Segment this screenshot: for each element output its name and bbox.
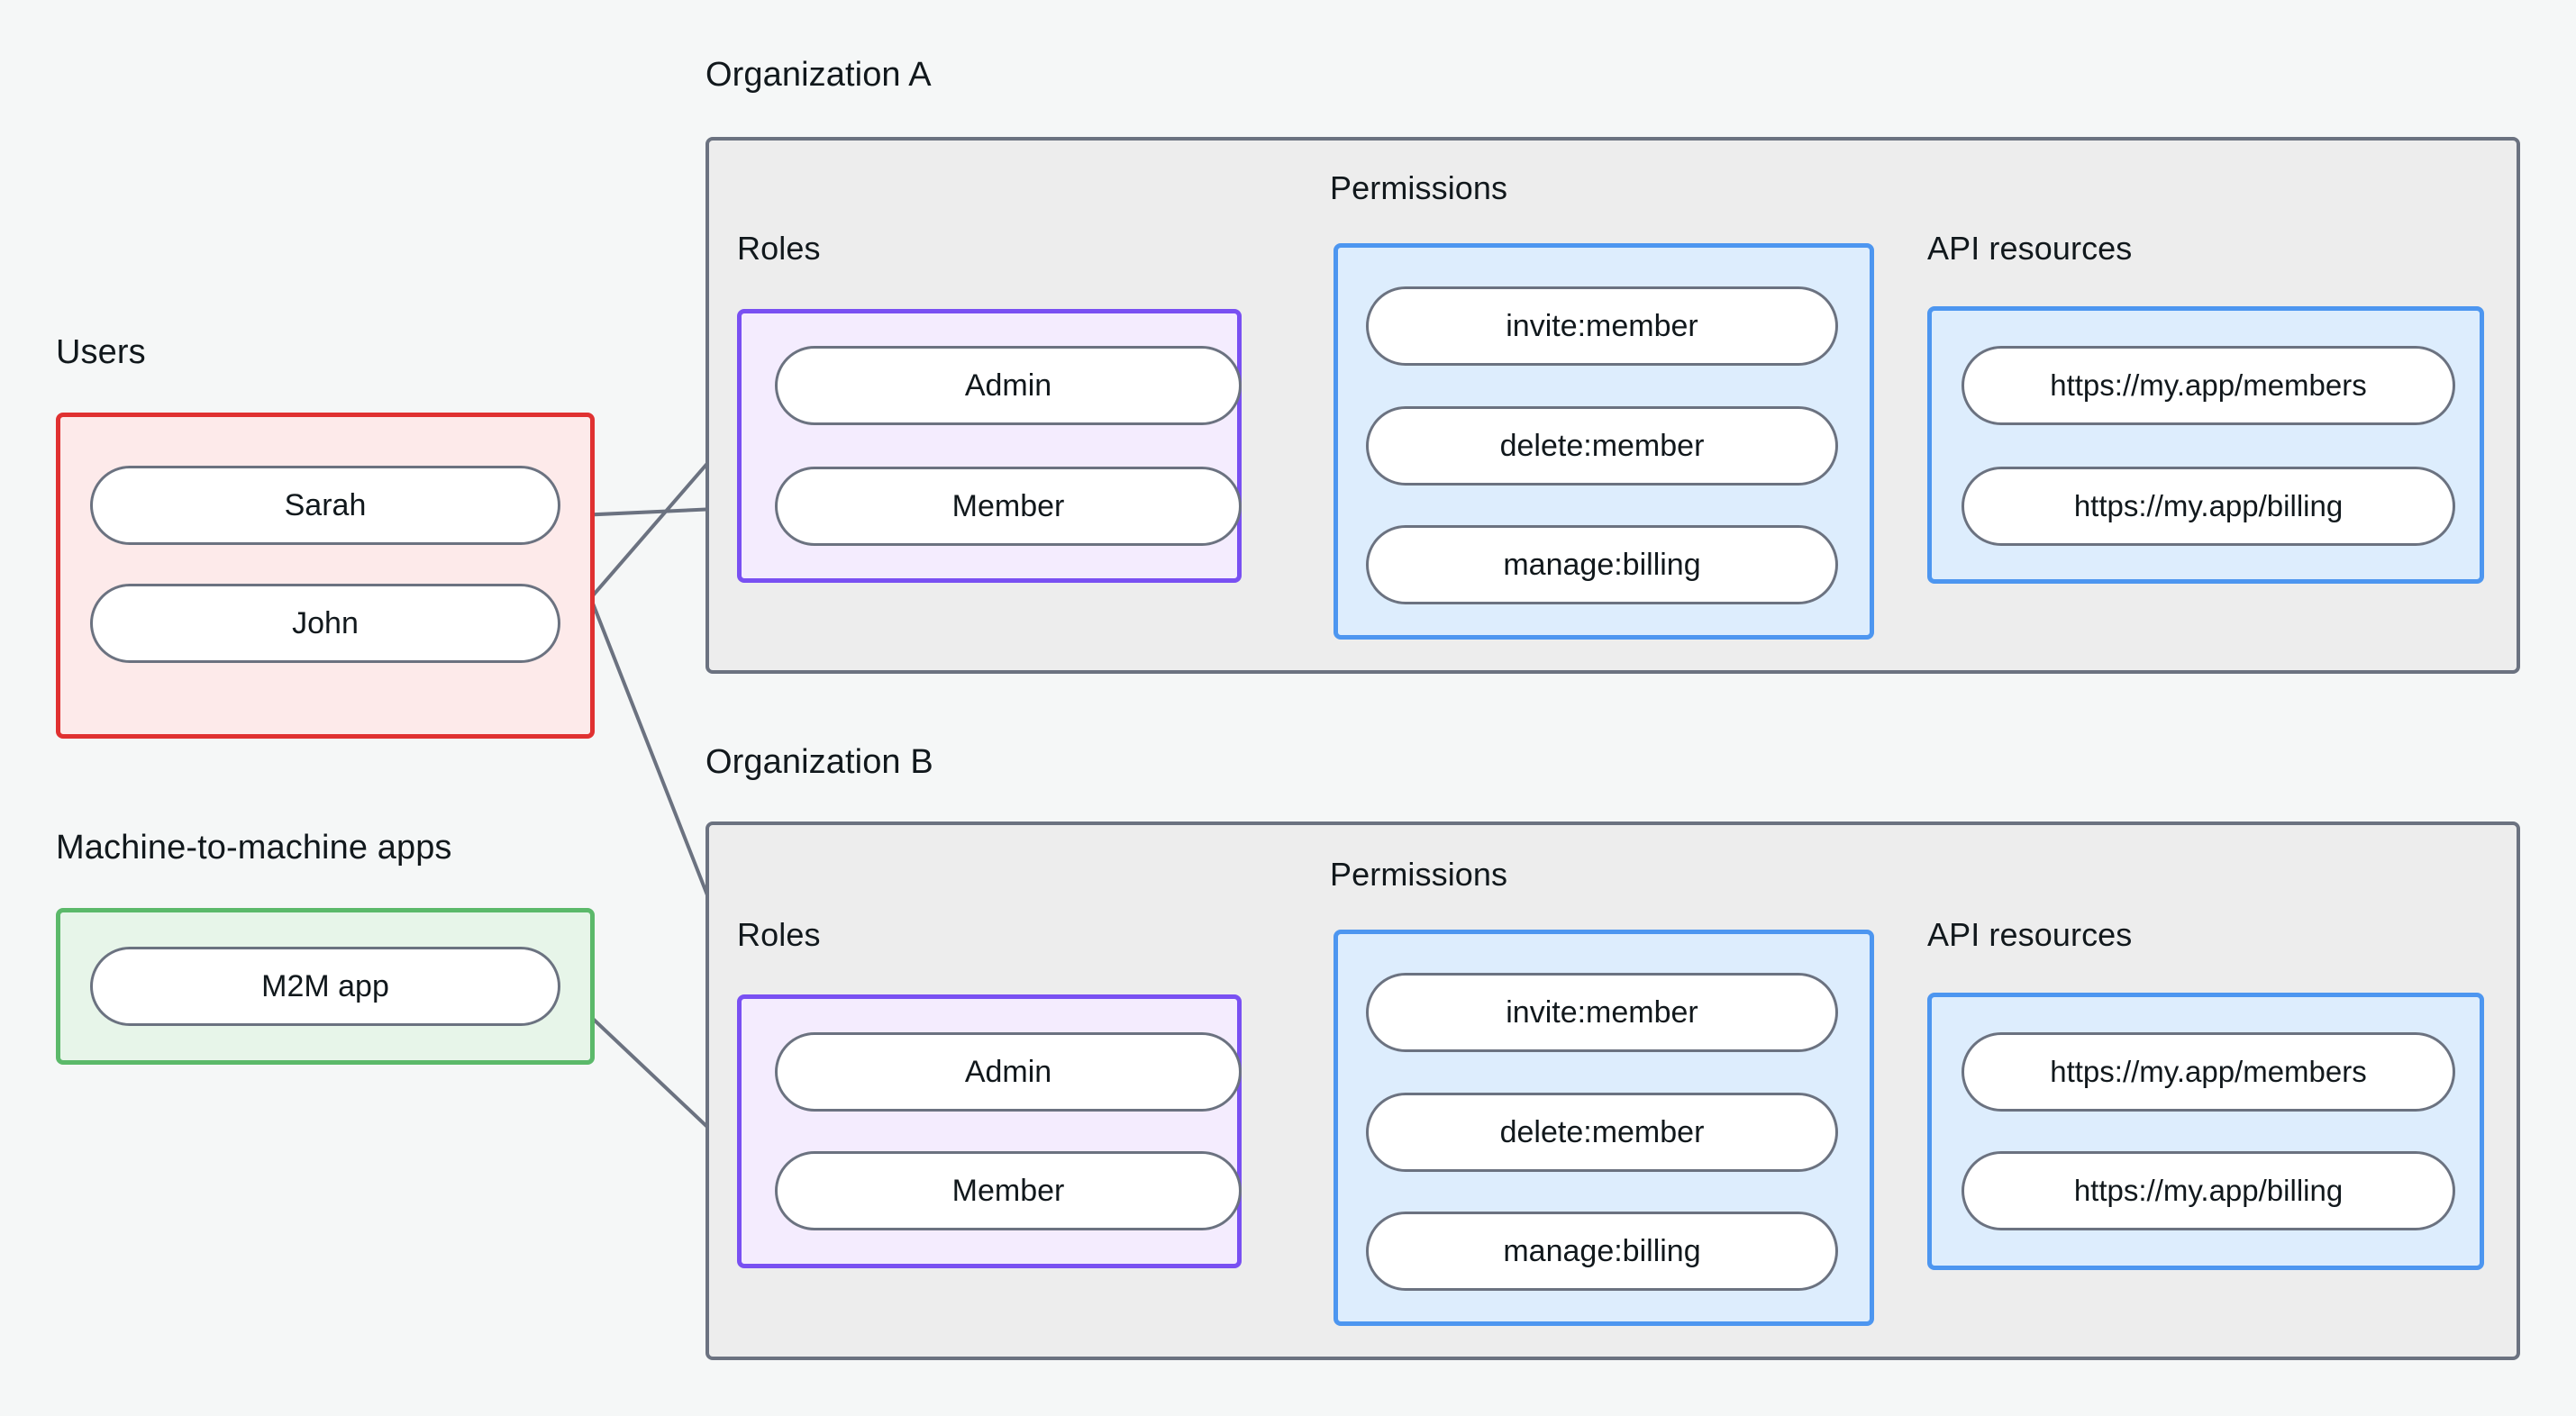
org-a-permission-manage-billing[interactable]: manage:billing	[1366, 525, 1838, 604]
user-node-sarah-label: Sarah	[284, 487, 367, 522]
organization-a-label: Organization A	[705, 56, 932, 94]
users-group-label: Users	[56, 333, 146, 371]
org-b-api-resource-billing[interactable]: https://my.app/billing	[1962, 1151, 2455, 1230]
user-node-john[interactable]: John	[90, 584, 560, 663]
org-a-role-admin[interactable]: Admin	[775, 346, 1242, 425]
org-b-role-member[interactable]: Member	[775, 1151, 1242, 1230]
org-b-role-member-label: Member	[951, 1173, 1065, 1208]
user-node-sarah[interactable]: Sarah	[90, 466, 560, 545]
org-b-roles-label: Roles	[737, 916, 821, 953]
org-b-role-admin[interactable]: Admin	[775, 1032, 1242, 1112]
org-a-api-resources-label: API resources	[1927, 230, 2133, 267]
org-a-permission-manage-billing-label: manage:billing	[1503, 547, 1701, 582]
org-a-role-member-label: Member	[951, 488, 1065, 523]
org-a-permission-invite-member-label: invite:member	[1506, 308, 1698, 343]
org-a-api-resource-members[interactable]: https://my.app/members	[1962, 346, 2455, 425]
org-b-api-resource-members[interactable]: https://my.app/members	[1962, 1032, 2455, 1112]
org-a-permissions-label: Permissions	[1330, 169, 1508, 206]
org-a-permission-delete-member[interactable]: delete:member	[1366, 406, 1838, 486]
m2m-node-app-label: M2M app	[261, 968, 389, 1003]
org-b-role-admin-label: Admin	[964, 1054, 1052, 1089]
org-b-api-resource-members-label: https://my.app/members	[2050, 1055, 2367, 1088]
m2m-group-label: Machine-to-machine apps	[56, 829, 452, 867]
organization-b-label: Organization B	[705, 743, 933, 781]
org-a-role-admin-label: Admin	[964, 368, 1052, 403]
org-b-api-resource-billing-label: https://my.app/billing	[2073, 1174, 2344, 1207]
org-b-permission-delete-member-label: delete:member	[1499, 1114, 1705, 1149]
org-a-api-resource-members-label: https://my.app/members	[2050, 368, 2367, 402]
org-b-permissions-label: Permissions	[1330, 856, 1508, 893]
org-a-api-resource-billing[interactable]: https://my.app/billing	[1962, 467, 2455, 546]
org-b-permission-manage-billing-label: manage:billing	[1503, 1233, 1701, 1268]
org-a-api-resource-billing-label: https://my.app/billing	[2073, 489, 2344, 522]
org-a-roles-label: Roles	[737, 230, 821, 267]
org-a-permission-delete-member-label: delete:member	[1499, 428, 1705, 463]
org-a-role-member[interactable]: Member	[775, 467, 1242, 546]
org-b-permission-invite-member-label: invite:member	[1506, 994, 1698, 1030]
org-b-api-resources-label: API resources	[1927, 916, 2133, 953]
org-b-permission-manage-billing[interactable]: manage:billing	[1366, 1212, 1838, 1291]
m2m-node-app[interactable]: M2M app	[90, 947, 560, 1026]
org-b-permission-invite-member[interactable]: invite:member	[1366, 973, 1838, 1052]
user-node-john-label: John	[292, 605, 359, 640]
org-a-permission-invite-member[interactable]: invite:member	[1366, 286, 1838, 366]
users-container	[56, 413, 595, 739]
org-b-permission-delete-member[interactable]: delete:member	[1366, 1093, 1838, 1172]
